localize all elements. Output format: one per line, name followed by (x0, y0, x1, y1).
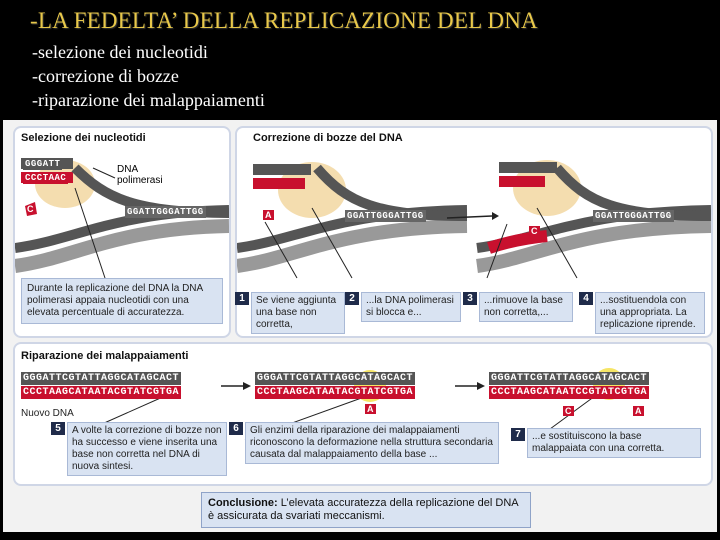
panel-nucleotide-selection: Selezione dei nucleotidi GGGATT CCCTAAC … (13, 126, 231, 338)
conclusion-box: Conclusione: L’elevata accuratezza della… (201, 492, 531, 528)
new-dna-label: Nuovo DNA (21, 408, 74, 419)
step-3: 3 ...rimuove la base non corretta,... (463, 292, 573, 305)
slide-title: -LA FEDELTA’ DELLA REPLICAZIONE DEL DNA (30, 8, 538, 34)
base-a-label: A (365, 404, 376, 414)
bullet-item: -selezione dei nucleotidi (32, 40, 265, 64)
template-continuation: GGATTGGGATTGG (125, 206, 206, 218)
caption-nucleotide-selection: Durante la replicazione del DNA la DNA p… (21, 278, 223, 324)
dna-sequence-bottom: CCCTAAGCATAATACGTATCGTGA (21, 386, 181, 399)
step-6: 6 Gli enzimi della riparazione dei malap… (229, 422, 489, 435)
step-number: 6 (229, 422, 243, 435)
template-strand: GGGATT (23, 158, 62, 170)
new-strand: CCCTAAC (23, 172, 68, 184)
step-text: Se viene aggiunta una base non corretta, (251, 292, 345, 334)
step-number: 4 (579, 292, 593, 305)
base-c-label: C (27, 204, 34, 214)
template-continuation: GGATTGGGATTGG (345, 210, 426, 222)
bullet-item: -correzione di bozze (32, 64, 265, 88)
dna-sequence-bottom: CCCTAAGCATAATCCGTATCGTGA (489, 386, 649, 399)
conclusion-label: Conclusione: (208, 497, 278, 509)
base-c-label: C (529, 226, 540, 236)
polymerase-label: DNA polimerasi (117, 164, 163, 186)
step-text: Gli enzimi della riparazione dei malappa… (245, 422, 499, 464)
step-number: 5 (51, 422, 65, 435)
dna-sequence-top: GGGATTCGTATTAGGCATAGCACT (489, 372, 649, 385)
replication-fidelity-figure: Selezione dei nucleotidi GGGATT CCCTAAC … (3, 120, 717, 532)
step-2: 2 ...la DNA polimerasi si blocca e... (345, 292, 455, 305)
template-continuation: GGATTGGGATTGG (593, 210, 674, 222)
step-text: ...la DNA polimerasi si blocca e... (361, 292, 461, 322)
step-number: 1 (235, 292, 249, 305)
panel-proofreading: Correzione di bozze del DNA GGATTGGGATTG… (235, 126, 713, 338)
step-5: 5 A volte la correzione di bozze non ha … (51, 422, 241, 435)
step-text: ...e sostituiscono la base malappaiata c… (527, 428, 701, 458)
bullet-list: -selezione dei nucleotidi -correzione di… (32, 40, 265, 112)
step-1: 1 Se viene aggiunta una base non corrett… (235, 292, 345, 305)
panel-mismatch-repair: Riparazione dei malappaiamenti GGGATTCGT… (13, 342, 713, 486)
dna-sequence-bottom: CCCTAAGCATAATACGTATCGTGA (255, 386, 415, 399)
step-number: 2 (345, 292, 359, 305)
step-number: 7 (511, 428, 525, 441)
step-4: 4 ...sostituendola con una appropriata. … (579, 292, 703, 305)
step-number: 3 (463, 292, 477, 305)
base-a-label: A (263, 210, 274, 220)
step-text: A volte la correzione di bozze non ha su… (67, 422, 227, 476)
step-text: ...sostituendola con una appropriata. La… (595, 292, 705, 334)
dna-sequence-top: GGGATTCGTATTAGGCATAGCACT (255, 372, 415, 385)
base-c-label: C (563, 406, 574, 416)
base-a-label: A (633, 406, 644, 416)
step-text: ...rimuove la base non corretta,... (479, 292, 573, 322)
dna-sequence-top: GGGATTCGTATTAGGCATAGCACT (21, 372, 181, 385)
step-7: 7 ...e sostituiscono la base malappaiata… (511, 428, 701, 441)
bullet-item: -riparazione dei malappaiamenti (32, 88, 265, 112)
